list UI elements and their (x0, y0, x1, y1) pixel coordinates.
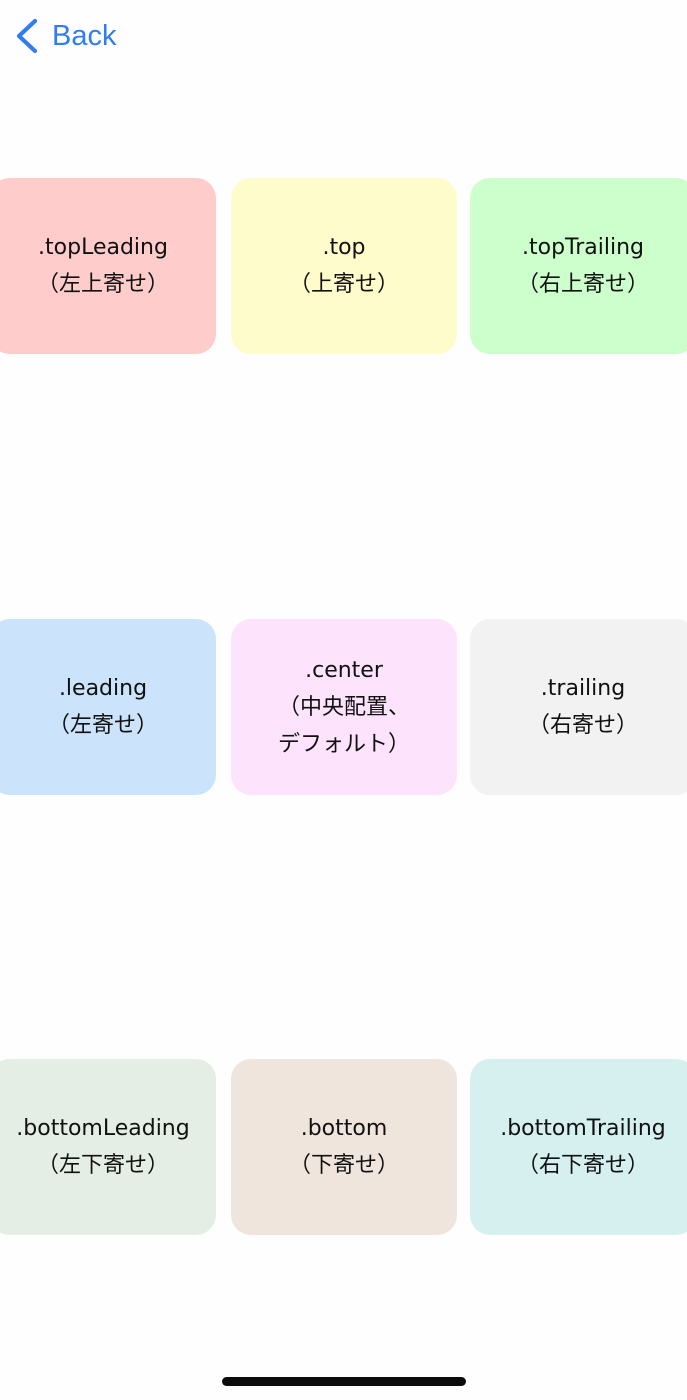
tile-title: .bottomTrailing (500, 1116, 666, 1141)
tile-title: .center (305, 657, 383, 683)
tile-title: .bottomLeading (16, 1116, 190, 1141)
tile-bottom-trailing: .bottomTrailing （右下寄せ） (470, 1059, 687, 1235)
tile-subtitle: （右下寄せ） (516, 1153, 649, 1178)
tile-title: .leading (58, 676, 148, 701)
tile-subtitle: （右上寄せ） (516, 272, 649, 297)
tile-subtitle: （下寄せ） (288, 1153, 399, 1178)
tile-leading: .leading （左寄せ） (0, 619, 216, 795)
tile-title: .top (322, 235, 366, 260)
tile-subtitle: （左上寄せ） (36, 272, 169, 297)
tile-bottom: .bottom （下寄せ） (231, 1059, 457, 1235)
tile-top-trailing: .topTrailing （右上寄せ） (470, 178, 687, 354)
tile-subtitle-continued: デフォルト） (277, 731, 410, 757)
tile-top-leading: .topLeading （左上寄せ） (0, 178, 216, 354)
tile-bottom-leading: .bottomLeading （左下寄せ） (0, 1059, 216, 1235)
tile-subtitle: （左下寄せ） (36, 1153, 169, 1178)
tile-top: .top （上寄せ） (231, 178, 457, 354)
back-label: Back (52, 19, 117, 52)
tile-subtitle: （上寄せ） (288, 272, 399, 297)
tile-title: .bottom (300, 1116, 388, 1141)
tile-title: .trailing (540, 676, 626, 701)
tile-title: .topTrailing (521, 235, 645, 260)
tile-center: .center （中央配置、 デフォルト） (231, 619, 457, 795)
home-indicator[interactable] (222, 1377, 466, 1386)
tile-trailing: .trailing （右寄せ） (470, 619, 687, 795)
tile-subtitle: （中央配置、 (277, 694, 410, 720)
tile-subtitle: （左寄せ） (47, 713, 158, 738)
chevron-left-icon (16, 18, 38, 54)
back-button[interactable]: Back (14, 16, 116, 56)
tile-title: .topLeading (38, 235, 168, 260)
tile-subtitle: （右寄せ） (527, 713, 638, 738)
